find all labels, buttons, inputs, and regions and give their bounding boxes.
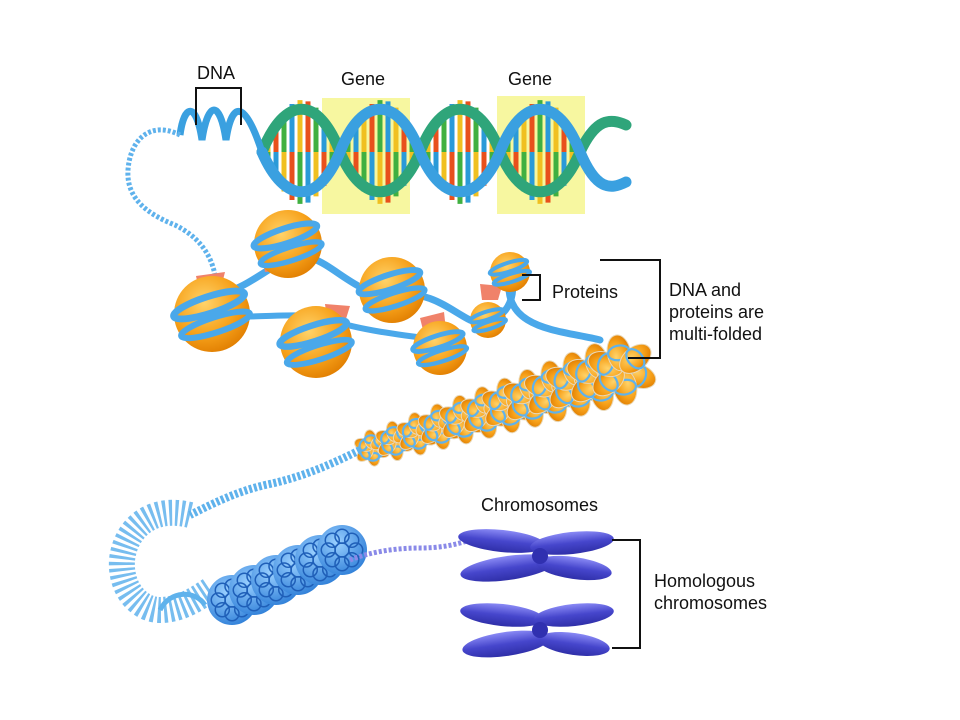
label-multi-folded: DNA and proteins are multi-folded: [669, 279, 764, 345]
label-multi-folded-line-1: DNA and: [669, 280, 742, 300]
label-chromosomes: Chromosomes: [481, 495, 599, 515]
label-homologous-line-2: chromosomes: [654, 593, 768, 613]
histone-nucleosome: [487, 252, 532, 292]
compacted-bead: [317, 525, 367, 575]
label-multi-folded-line-3: multi-folded: [669, 324, 763, 344]
label-proteins: Proteins: [552, 282, 619, 302]
label-multi-folded-line-2: proteins are: [669, 302, 765, 322]
chromatin-link: [349, 537, 471, 563]
compacted-chromatin: [207, 525, 367, 625]
dna-loose-coils: [125, 106, 266, 276]
chromosome-pair: [458, 529, 614, 658]
beads-on-string: [170, 210, 604, 378]
proteins-bracket: [522, 274, 541, 301]
label-homologous: Homologous chromosomes: [654, 570, 767, 614]
chromosome-top: [458, 529, 614, 582]
label-dna: DNA: [197, 63, 236, 83]
dna-strand-front: [256, 104, 632, 198]
histone-nucleosome: [467, 302, 508, 338]
condensed-fiber: [354, 334, 657, 467]
histone-nucleosome: [250, 210, 325, 278]
label-gene-1: Gene: [341, 69, 386, 89]
dna-double-helix: [256, 100, 632, 204]
histone-nucleosome: [410, 321, 470, 375]
histone-nucleosome: [170, 276, 253, 352]
linker-protein: [480, 284, 502, 300]
multi-folded-bracket: [600, 259, 661, 359]
chromosome-bottom: [460, 603, 614, 658]
label-homologous-line-1: Homologous: [654, 571, 756, 591]
homologous-bracket: [612, 539, 641, 649]
dna-bracket: [195, 87, 242, 125]
histone-nucleosome: [355, 257, 428, 323]
supercoiled-fiber: [108, 446, 362, 624]
label-gene-2: Gene: [508, 69, 553, 89]
histone-nucleosome: [276, 306, 355, 378]
